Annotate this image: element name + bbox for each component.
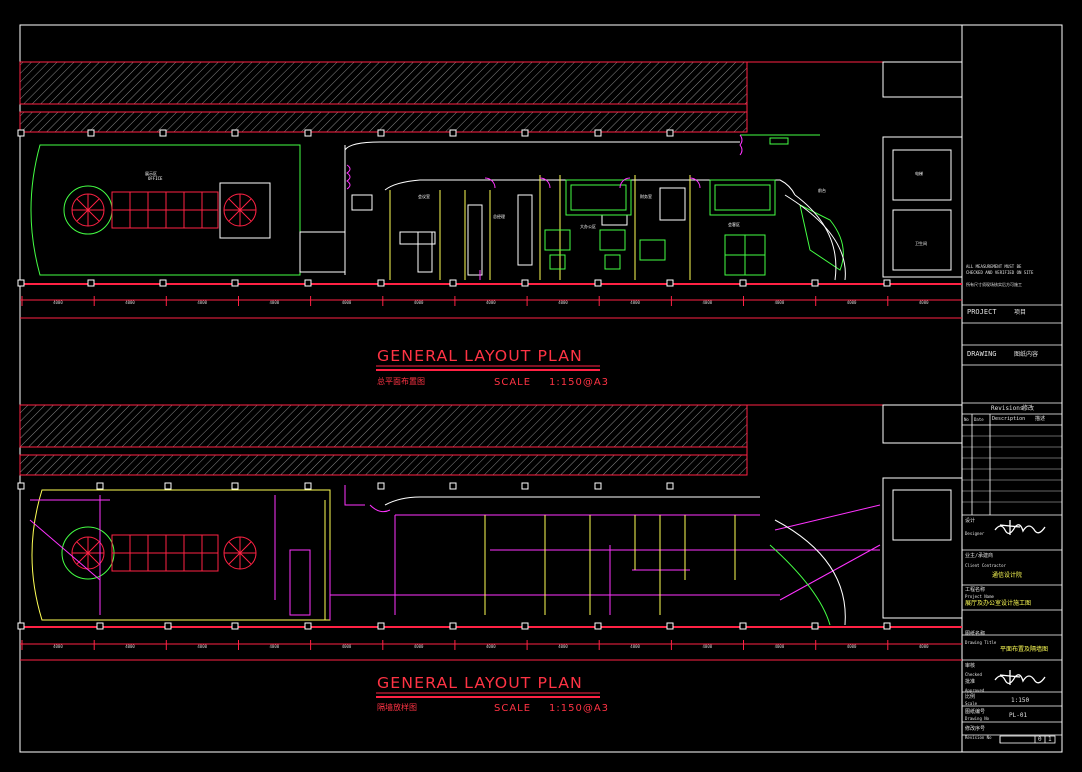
client-cn: 业主/承建商 — [965, 553, 994, 559]
rev-col-no: No — [964, 417, 969, 422]
drawing-no-cn: 图纸编号 — [965, 709, 986, 715]
note-line-2: CHECKED AND VERIFIED ON SITE — [966, 270, 1034, 275]
dimension-label: 4000 — [775, 300, 785, 305]
title-block-grid — [962, 304, 1062, 744]
dimension-label: 4000 — [270, 300, 280, 305]
dimension-label: 4000 — [919, 300, 929, 305]
revision-value-2: 1 — [1048, 736, 1052, 743]
svg-text:展示区: 展示区 — [145, 170, 157, 176]
dimension-label: 4000 — [919, 644, 929, 649]
designer-en: Designer — [965, 531, 985, 536]
dimension-label: 4000 — [53, 300, 63, 305]
project-cn: 项目 — [1014, 309, 1027, 316]
lower-plan-subtitle: 隔墙放样图 — [377, 703, 417, 712]
checked-cn: 审核 — [965, 663, 976, 669]
dimension-label: 4000 — [630, 300, 640, 305]
revision-no-cn: 修改序号 — [965, 726, 986, 732]
dimension-label: 4000 — [197, 644, 207, 649]
dimension-label: 4000 — [558, 300, 568, 305]
lower-plan-title: GENERAL LAYOUT PLAN — [377, 674, 583, 692]
revision-no-en: Revision No — [965, 735, 992, 740]
revisions-cn: 修改 — [1022, 405, 1035, 412]
upper-scale-value: 1:150@A3 — [549, 377, 610, 388]
lower-dimension-row: 4000 4000 4000 4000 4000 4000 4000 4000 4000 4000… — [21, 640, 929, 650]
dimension-label: 4000 — [703, 300, 713, 305]
revision-value: 0 — [1038, 736, 1042, 743]
note-line-1: ALL MEASUREMENT MUST BE — [966, 264, 1022, 269]
lower-scale-label: SCALE — [494, 703, 532, 714]
svg-text:OFFICE: OFFICE — [148, 176, 163, 181]
svg-text:卫生间: 卫生间 — [915, 240, 927, 246]
drawing-title-en: Drawing Title — [965, 640, 997, 645]
svg-text:大办公区: 大办公区 — [580, 223, 596, 229]
project-name-value: 展厅及办公室设计施工图 — [965, 600, 1032, 607]
dimension-label: 4000 — [342, 644, 352, 649]
client-en: Client Contractor — [965, 563, 1006, 568]
svg-text:财务室: 财务室 — [640, 193, 652, 199]
dimension-label: 4000 — [342, 300, 352, 305]
dimension-label: 4000 — [125, 300, 135, 305]
designer-signature — [994, 520, 1046, 535]
scale-value: 1:150 — [1011, 697, 1030, 704]
drawing-title-cn: 图纸名称 — [965, 631, 986, 637]
drawing-no-value: PL-01 — [1009, 712, 1028, 719]
upper-scale-label: SCALE — [494, 377, 532, 388]
dimension-label: 4000 — [558, 644, 568, 649]
drawing-no-en: Drawing No — [965, 716, 990, 721]
drawing-title-value: 平面布置及隔墙图 — [1000, 646, 1049, 653]
project-name-cn: 工程名称 — [965, 587, 986, 593]
upper-plan-subtitle: 总平面布置图 — [377, 377, 425, 386]
drawing-cn: 图纸内容 — [1014, 351, 1039, 358]
svg-text:电梯: 电梯 — [915, 170, 923, 176]
svg-text:会客区: 会客区 — [728, 221, 740, 227]
approver-signature — [994, 670, 1046, 685]
dimension-label: 4000 — [775, 644, 785, 649]
designer-cn: 设计 — [965, 518, 976, 524]
rev-col-date: Date — [974, 417, 984, 422]
client-value: 通信设计院 — [992, 572, 1023, 579]
svg-text:总经理: 总经理 — [493, 213, 505, 219]
approved-cn: 批准 — [965, 679, 976, 685]
scale-cn: 比例 — [965, 694, 976, 700]
dimension-label: 4000 — [414, 300, 424, 305]
drawing-label: DRAWING — [967, 350, 997, 358]
scale-en: Scale — [965, 701, 978, 706]
approved-en: Approved — [965, 688, 985, 693]
note-cn: 所有尺寸须现场核实后方可施工 — [966, 282, 1022, 287]
dimension-label: 4000 — [414, 644, 424, 649]
dimension-label: 4000 — [270, 644, 280, 649]
dimension-label: 4000 — [486, 300, 496, 305]
checked-en: Checked — [965, 672, 982, 677]
rev-col-desc: Description — [992, 416, 1026, 422]
svg-text:前台: 前台 — [818, 187, 826, 193]
upper-dimension-row: 4000 4000 4000 4000 4000 4000 4000 4000 4000 4000… — [21, 296, 929, 306]
dimension-label: 4000 — [847, 644, 857, 649]
svg-text:会议室: 会议室 — [418, 193, 430, 199]
upper-plan-title: GENERAL LAYOUT PLAN — [377, 347, 583, 365]
rev-col-desc-cn: 描述 — [1035, 416, 1046, 422]
project-name-en: Project Name — [965, 594, 994, 599]
dimension-label: 4000 — [197, 300, 207, 305]
lower-plan — [17, 404, 963, 661]
revisions-label: Revisions — [991, 405, 1024, 412]
project-label: PROJECT — [967, 308, 997, 316]
dimension-label: 4000 — [630, 644, 640, 649]
dimension-label: 4000 — [486, 644, 496, 649]
dimension-label: 4000 — [53, 644, 63, 649]
lower-scale-value: 1:150@A3 — [549, 703, 610, 714]
dimension-label: 4000 — [847, 300, 857, 305]
dimension-label: 4000 — [703, 644, 713, 649]
dimension-label: 4000 — [125, 644, 135, 649]
